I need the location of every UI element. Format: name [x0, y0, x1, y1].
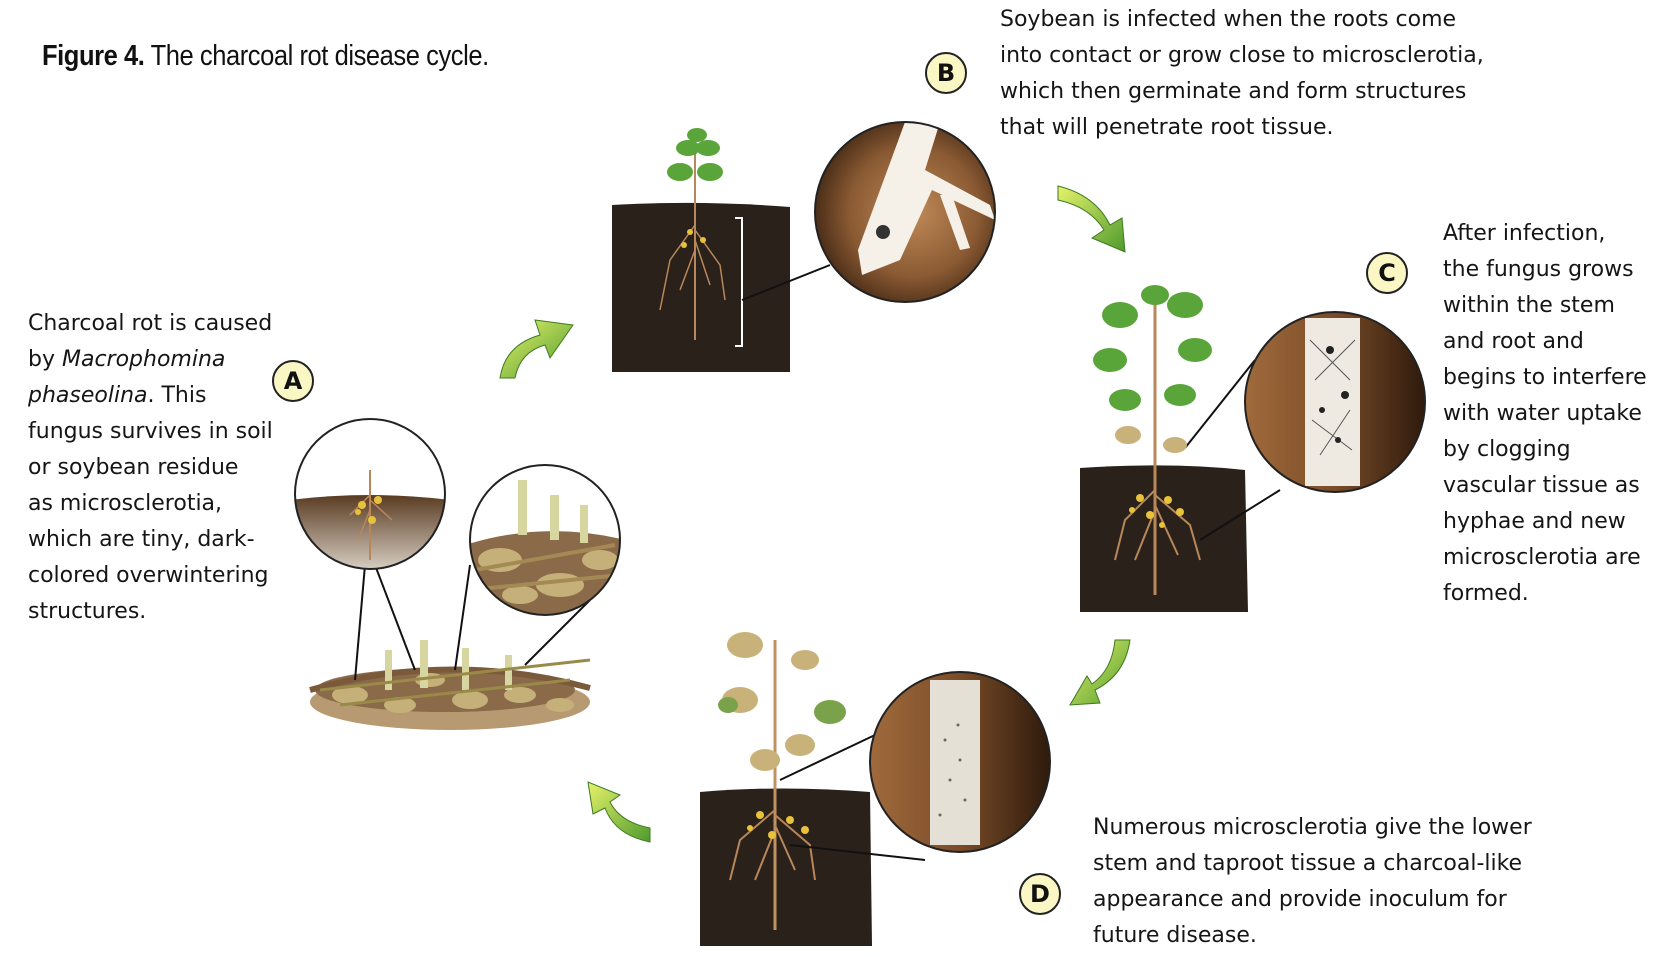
caption-line: colored overwintering — [28, 563, 269, 588]
cycle-arrow-c-to-d — [1069, 639, 1131, 706]
caption-line: fungus survives in soil — [28, 419, 273, 444]
caption-line: stem and taproot tissue a charcoal-like — [1093, 851, 1523, 876]
caption-line: which then germinate and form structures — [1000, 79, 1467, 104]
zoom-soil-circle — [294, 418, 446, 570]
caption-line: microsclerotia are — [1443, 545, 1641, 570]
caption-line: Charcoal rot is caused — [28, 311, 273, 336]
figure-title: Figure 4. The charcoal rot disease cycle… — [42, 40, 489, 73]
caption-line: future disease. — [1093, 923, 1257, 948]
caption-line: by Macrophomina — [28, 347, 226, 372]
caption-line: or soybean residue — [28, 455, 239, 480]
stage-badge-a: A — [272, 360, 314, 402]
dying-plant-soil-block — [700, 640, 926, 946]
species-epithet: phaseolina — [28, 383, 148, 408]
caption-line: into contact or grow close to microscler… — [1000, 43, 1484, 68]
plant-leaves-c — [1093, 285, 1212, 411]
caption-line: begins to interfere — [1443, 365, 1647, 390]
stage-badge-c: C — [1366, 252, 1408, 294]
zoom-residue-circle — [469, 464, 621, 616]
caption-line: as microsclerotia, — [28, 491, 223, 516]
caption-line: the fungus grows — [1443, 257, 1634, 282]
caption-line: phaseolina. This — [28, 383, 207, 408]
residue-pile — [309, 564, 591, 730]
cycle-arrow-b-to-c — [1057, 185, 1126, 253]
caption-stage-b: Soybean is infected when the roots come … — [1000, 2, 1484, 146]
caption-line: vascular tissue as — [1443, 473, 1640, 498]
seedling-leaves — [667, 128, 723, 181]
caption-stage-c: After infection, the fungus grows within… — [1443, 216, 1647, 612]
stage-badge-d: D — [1019, 873, 1061, 915]
caption-stage-d: Numerous microsclerotia give the lower s… — [1093, 810, 1532, 954]
caption-line: which are tiny, dark- — [28, 527, 255, 552]
figure-label: Figure 4. — [42, 40, 145, 72]
seedling-soil-block — [612, 150, 831, 372]
caption-line: After infection, — [1443, 221, 1606, 246]
caption-line: with water uptake — [1443, 401, 1642, 426]
cycle-arrow-a-to-b — [499, 319, 574, 379]
species-genus: Macrophomina — [61, 347, 226, 372]
zoom-stem-circle-c — [1244, 311, 1426, 493]
caption-line: that will penetrate root tissue. — [1000, 115, 1334, 140]
dying-plant-leaves — [722, 632, 819, 771]
caption-line: structures. — [28, 599, 147, 624]
caption-line: hyphae and new — [1443, 509, 1626, 534]
stage-badge-b: B — [925, 52, 967, 94]
caption-line: within the stem — [1443, 293, 1615, 318]
caption-line: formed. — [1443, 581, 1529, 606]
caption-stage-a: Charcoal rot is caused by Macrophomina p… — [28, 306, 273, 630]
figure-title-text: The charcoal rot disease cycle. — [150, 40, 490, 72]
cycle-arrow-d-to-a — [587, 781, 651, 843]
caption-line: Soybean is infected when the roots come — [1000, 7, 1457, 32]
zoom-root-circle-b — [814, 121, 996, 303]
caption-line: appearance and provide inoculum for — [1093, 887, 1507, 912]
zoom-stem-circle-d — [869, 671, 1051, 853]
caption-line: and root and — [1443, 329, 1584, 354]
caption-line: by clogging — [1443, 437, 1571, 462]
caption-line: Numerous microsclerotia give the lower — [1093, 815, 1532, 840]
plant-soil-block — [1080, 300, 1281, 612]
